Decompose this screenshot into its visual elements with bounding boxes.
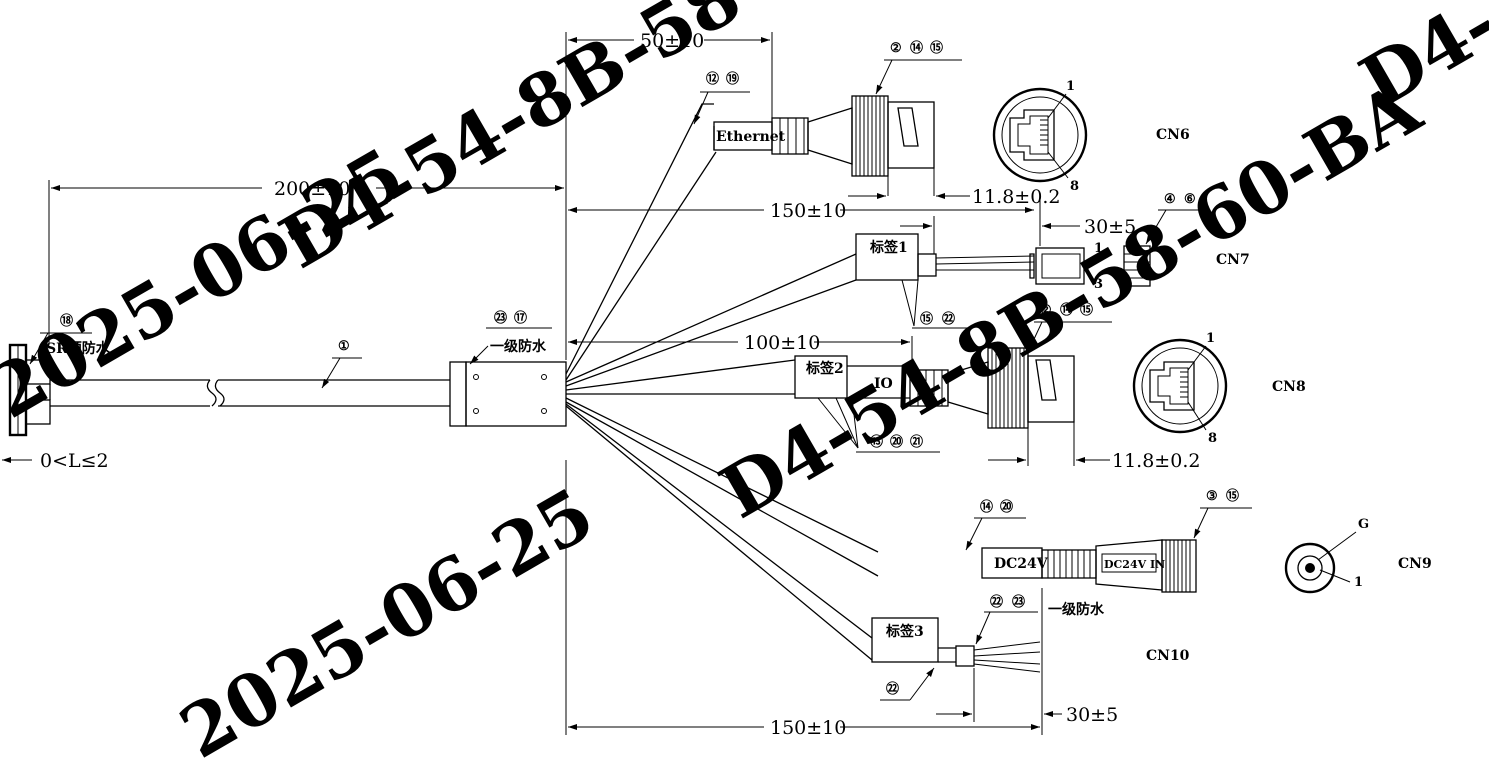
fanout-wires <box>565 103 879 661</box>
cn6-pin8: 8 <box>1070 179 1079 194</box>
dim-11-8-cn6-text: 11.8±0.2 <box>972 186 1060 208</box>
tag3-branch: 标签3 <box>871 617 1041 722</box>
callout-15-22: ⑮ ㉒ <box>901 279 968 329</box>
balloon-23-c: ㉓ <box>1012 594 1025 610</box>
balloon-14-mid: ⑭ <box>1060 302 1073 318</box>
ethernet-branch: Ethernet <box>713 95 935 196</box>
dim-200: 200±10 <box>51 178 564 200</box>
dim-50-text: 50±10 <box>640 30 704 52</box>
callout-1: ① <box>321 339 362 389</box>
balloon-22-c: ㉒ <box>990 594 1003 610</box>
balloon-2-mid: ② <box>1040 303 1052 318</box>
cn6-pin1: 1 <box>1066 79 1075 94</box>
dim-11-8-cn6: 11.8±0.2 <box>848 186 1060 208</box>
callout-4-6: ④ ⑥ <box>1145 192 1210 245</box>
balloon-21: ㉑ <box>910 434 923 450</box>
dim-length-text: 0<L≤2 <box>40 450 109 472</box>
cn8-face: 1 8 <box>1132 331 1228 446</box>
watermark-text-2: D4-54-8B-58-60-BA <box>706 65 1435 535</box>
balloon-2-top: ② <box>890 41 902 56</box>
callout-13-20-21: ⑬ ⑳ ㉑ <box>817 397 940 453</box>
callout-23-17: ㉓ ⑰ 一级防水 <box>469 310 552 365</box>
callout-2-14-15-mid: ② ⑭ ⑮ <box>1027 302 1112 353</box>
cn10-label: CN10 <box>1146 648 1190 664</box>
dim-30-bottom-text: 30±5 <box>1066 704 1118 726</box>
callout-22: ㉒ <box>880 667 935 701</box>
dim-150-bottom: 150±10 <box>568 717 1040 739</box>
panel-connector <box>8 343 51 437</box>
balloon-1: ① <box>338 339 350 354</box>
main-cable <box>50 379 450 407</box>
io-label: IO <box>874 376 893 392</box>
grade1-waterproof-dc-label: 一级防水 <box>1048 601 1105 618</box>
dim-150-top-text: 150±10 <box>770 200 846 222</box>
dim-30-top: 30±5 <box>900 216 1136 254</box>
balloon-12: ⑫ <box>706 71 719 87</box>
cn9-face: G 1 <box>1284 517 1369 594</box>
dim-length: 0<L≤2 <box>2 450 109 472</box>
balloon-22-d: ㉒ <box>886 681 899 697</box>
dim-150-bottom-text: 150±10 <box>770 717 846 739</box>
balloon-20: ⑳ <box>890 434 903 450</box>
callout-12-19: ⑫ ⑲ <box>693 71 750 125</box>
balloon-19: ⑲ <box>726 71 739 87</box>
cn8-label: CN8 <box>1272 379 1306 395</box>
balloon-22-b: ㉒ <box>942 311 955 327</box>
cn7-pin1: 1 <box>1094 241 1103 256</box>
cn8-pin1: 1 <box>1206 331 1215 346</box>
callout-18: ⑱ SR预防水 <box>29 313 111 365</box>
balloon-15-top: ⑮ <box>930 40 943 56</box>
cn7-pin3: 3 <box>1094 277 1103 292</box>
tag1-branch: 标签1 1 3 <box>855 233 1151 292</box>
dim-100: 100±10 <box>568 332 913 370</box>
grade1-waterproof-main-label: 一级防水 <box>490 338 547 355</box>
watermark-text-4: 2025-06-25 <box>166 471 607 768</box>
dim-11-8-cn8-text: 11.8±0.2 <box>1112 450 1200 472</box>
balloon-6: ⑥ <box>1184 192 1196 207</box>
dim-200-text: 200±10 <box>274 178 350 200</box>
balloon-15-dc: ⑮ <box>1226 488 1239 504</box>
dim-30-top-text: 30±5 <box>1084 216 1136 238</box>
balloon-15-b: ⑮ <box>920 311 933 327</box>
dc24v-branch: DC24V DC24V IN <box>981 539 1197 593</box>
cn6-face: 1 8 <box>992 79 1088 194</box>
balloon-23: ㉓ <box>494 310 507 326</box>
sr-waterproof-label: SR预防水 <box>46 340 111 357</box>
dc24v-label: DC24V <box>994 556 1049 572</box>
balloon-14-top: ⑭ <box>910 40 923 56</box>
dim-50: 50±10 <box>568 30 773 118</box>
tag3-label: 标签3 <box>885 623 924 640</box>
cn6-label: CN6 <box>1156 127 1190 143</box>
balloon-18: ⑱ <box>60 313 73 329</box>
callout-2-14-15-top: ② ⑭ ⑮ <box>875 40 962 95</box>
dc24v-in-label: DC24V IN <box>1104 558 1165 571</box>
balloon-15-mid: ⑮ <box>1080 302 1093 318</box>
balloon-13: ⑬ <box>870 434 883 450</box>
callout-3-15: ③ ⑮ <box>1193 488 1252 539</box>
balloon-14-dc: ⑭ <box>980 499 993 515</box>
balloon-20-dc: ⑳ <box>1000 499 1013 515</box>
tag2-branch: 标签2 IO <box>794 347 1075 466</box>
tag2-label: 标签2 <box>805 360 844 377</box>
balloon-17: ⑰ <box>514 310 527 326</box>
cn9-pin1: 1 <box>1354 575 1363 590</box>
dim-150-top: 150±10 <box>568 200 1041 246</box>
cn8-pin8: 8 <box>1208 431 1217 446</box>
callout-14-20: ⑭ ⑳ <box>965 499 1026 551</box>
junction-block <box>449 361 567 427</box>
dim-11-8-cn8: 11.8±0.2 <box>988 450 1200 472</box>
cn7-label: CN7 <box>1216 252 1250 268</box>
balloon-3: ③ <box>1206 489 1218 504</box>
cn9-label: CN9 <box>1398 556 1432 572</box>
balloon-4: ④ <box>1164 192 1176 207</box>
ethernet-label: Ethernet <box>716 129 786 145</box>
callout-22-23: ㉒ ㉓ <box>975 594 1038 645</box>
cn9-pin-g: G <box>1358 517 1369 532</box>
dim-30-bottom: 30±5 <box>936 704 1118 726</box>
dim-100-text: 100±10 <box>744 332 820 354</box>
tag1-label: 标签1 <box>869 239 908 256</box>
